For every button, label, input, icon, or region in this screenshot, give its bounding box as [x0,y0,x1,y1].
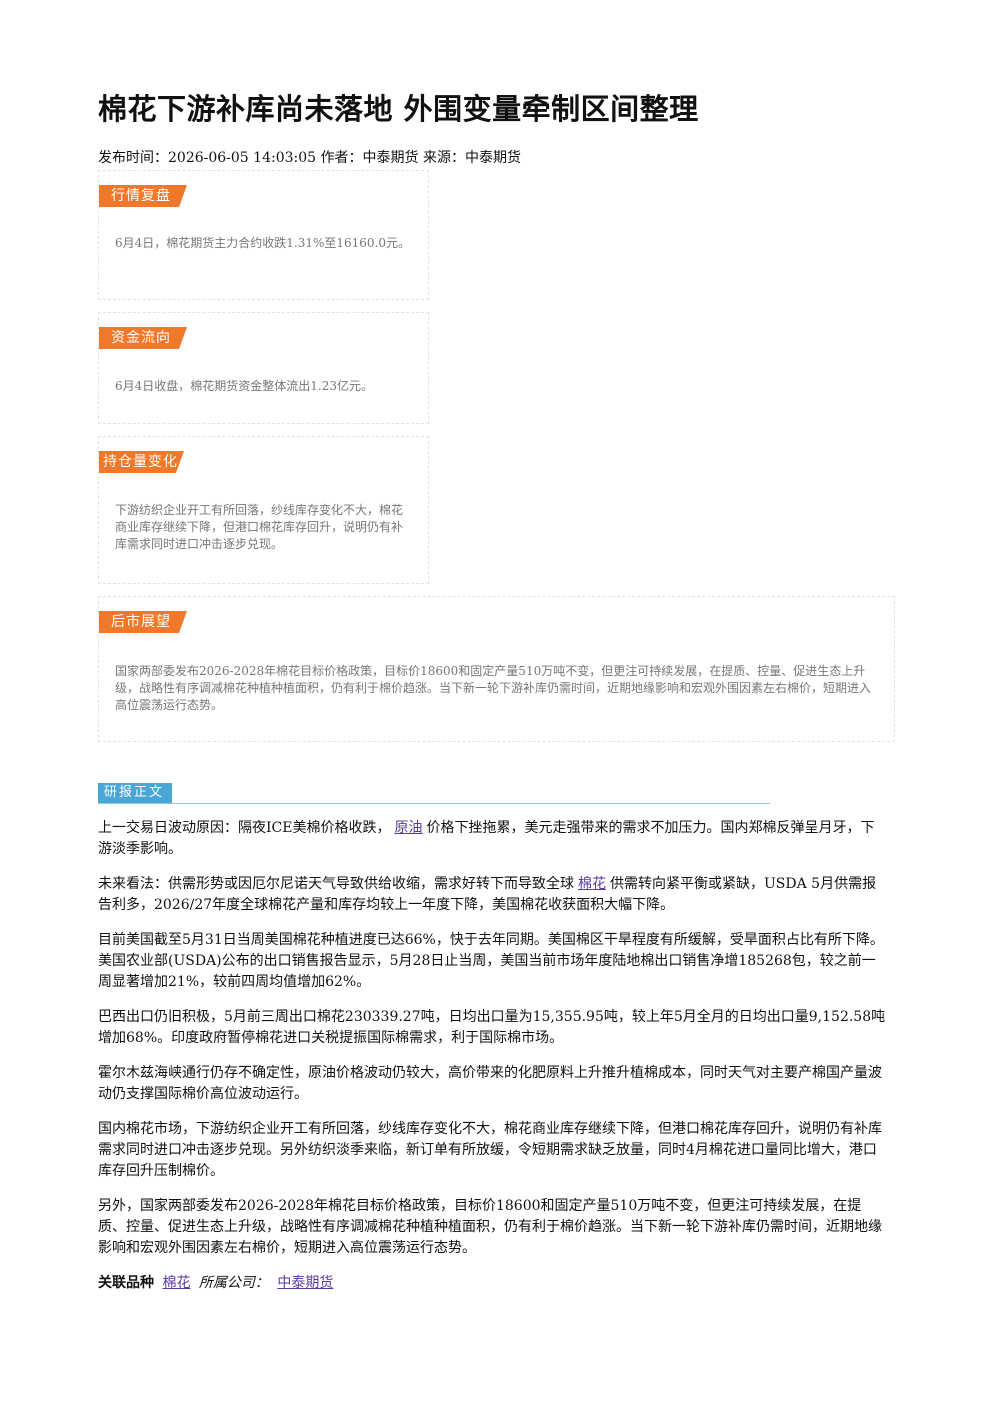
report-paragraph: 国内棉花市场，下游纺织企业开工有所回落，纱线库存变化不大，棉花商业库存继续下降，… [98,1121,882,1179]
cotton-link[interactable]: 棉花 [578,876,606,892]
report-paragraph: 未来看法：供需形势或因厄尔尼诺天气导致供给收缩，需求好转下而导致全球棉花供需转向… [98,876,877,913]
outlook-box: 后市展望 国家两部委发布2026-2028年棉花目标价格政策，目标价18600和… [98,596,895,742]
outlook-tag: 后市展望 [99,611,187,633]
fund-flow-box: 资金流向 6月4日收盘，棉花期货资金整体流出1.23亿元。 [98,312,429,424]
report-body: 上一交易日波动原因：隔夜ICE美棉价格收跌，原油价格下挫拖累，美元走强带来的需求… [98,818,888,1308]
company-label: 所属公司： [198,1275,269,1291]
report-paragraph: 霍尔木兹海峡通行仍存不确定性，原油价格波动仍较大，高价带来的化肥原料上升推升植棉… [98,1065,882,1102]
related-label: 关联品种 [98,1275,154,1291]
market-review-box: 行情复盘 6月4日，棉花期货主力合约收跌1.31%至16160.0元。 [98,170,429,300]
related-cotton-link[interactable]: 棉花 [162,1275,191,1291]
outlook-text: 国家两部委发布2026-2028年棉花目标价格政策，目标价18600和固定产量5… [115,664,872,712]
crude-oil-link[interactable]: 原油 [394,820,423,836]
position-change-tag: 持仓量变化 [99,451,184,473]
report-header: 研报正文 [98,781,770,804]
related-products: 关联品种 棉花 所属公司： 中泰期货 [98,1273,888,1294]
position-change-text: 下游纺织企业开工有所回落，纱线库存变化不大，棉花商业库存继续下降，但港口棉花库存… [115,503,404,551]
fund-flow-text: 6月4日收盘，棉花期货资金整体流出1.23亿元。 [115,379,373,393]
report-paragraph: 上一交易日波动原因：隔夜ICE美棉价格收跌，原油价格下挫拖累，美元走强带来的需求… [98,820,875,857]
report-paragraph: 巴西出口仍旧积极，5月前三周出口棉花230339.27吨，日均出口量为15,35… [98,1009,886,1046]
article-meta: 发布时间：2026-06-05 14:03:05 作者：中泰期货 来源：中泰期货 [98,150,521,166]
market-review-tag: 行情复盘 [99,185,187,207]
report-header-tag: 研报正文 [98,783,173,803]
market-review-text: 6月4日，棉花期货主力合约收跌1.31%至16160.0元。 [115,236,411,250]
position-change-box: 持仓量变化 下游纺织企业开工有所回落，纱线库存变化不大，棉花商业库存继续下降，但… [98,436,429,584]
report-paragraph: 目前美国截至5月31日当周美国棉花种植进度已达66%，快于去年同期。美国棉区干旱… [98,932,884,990]
fund-flow-tag: 资金流向 [99,327,187,349]
company-link[interactable]: 中泰期货 [277,1275,334,1291]
article-title: 棉花下游补库尚未落地 外围变量牵制区间整理 [98,92,699,126]
report-paragraph: 另外，国家两部委发布2026-2028年棉花目标价格政策，目标价18600和固定… [98,1198,882,1256]
